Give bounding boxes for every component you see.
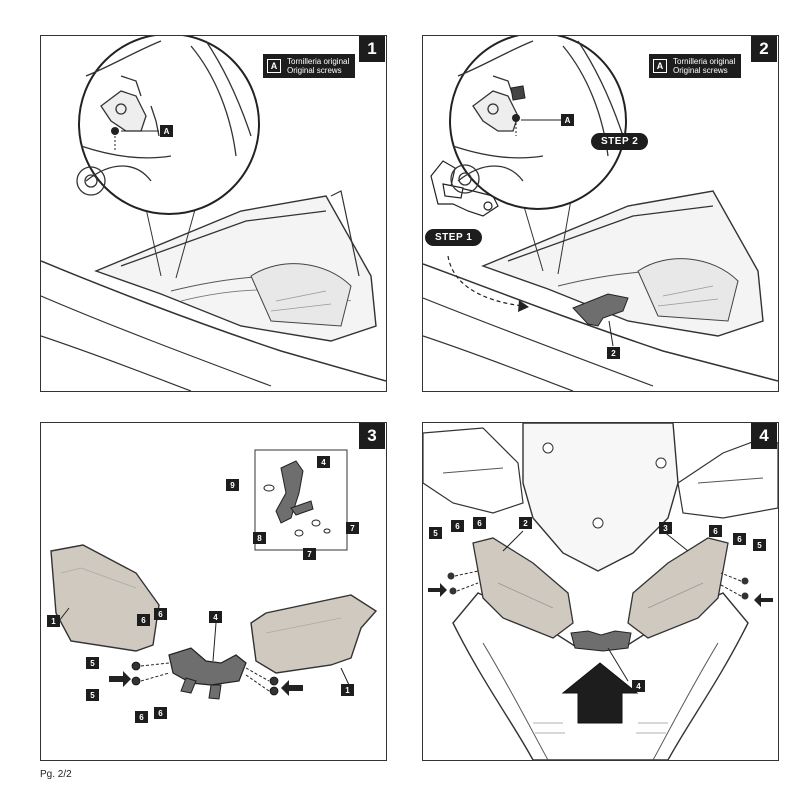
part-1-tag: 1 — [341, 684, 354, 696]
legend-key-a: A — [653, 59, 667, 73]
step-4-panel: 4 2 3 5 6 6 6 6 5 4 — [422, 422, 779, 761]
part-6-tag: 6 — [137, 614, 150, 626]
step-3-illustration — [50, 449, 378, 700]
legend-key-a: A — [267, 59, 281, 73]
part-2-tag: 2 — [519, 517, 532, 529]
step-2-number: 2 — [751, 36, 777, 62]
part-6-tag: 6 — [709, 525, 722, 537]
step-2-label: STEP 2 — [591, 133, 649, 150]
part-6-tag: 6 — [154, 608, 167, 620]
screw-legend: A Tornilleria original Original screws — [649, 54, 742, 78]
part-7-tag: 7 — [346, 522, 359, 534]
part-6-tag: 6 — [733, 533, 746, 545]
part-3-tag: 3 — [659, 522, 672, 534]
step-1-number: 1 — [359, 36, 385, 62]
part-5-tag: 5 — [429, 527, 442, 539]
part-6-tag: 6 — [473, 517, 486, 529]
screw-legend: A Tornilleria original Original screws — [263, 54, 356, 78]
part-4-tag: 4 — [317, 456, 330, 468]
step-3-panel: 3 9 4 8 7 7 1 1 4 6 6 5 5 6 6 — [40, 422, 387, 761]
part-2-tag: 2 — [607, 347, 620, 359]
part-6-tag: 6 — [451, 520, 464, 532]
part-5-tag: 5 — [86, 689, 99, 701]
page-number: Pg. 2/2 — [40, 769, 72, 780]
step-1-panel: 1 A Tornilleria original Original screws… — [40, 35, 387, 392]
part-1-tag: 1 — [47, 615, 60, 627]
step-1-label: STEP 1 — [425, 229, 483, 246]
part-6-tag: 6 — [154, 707, 167, 719]
step-1-illustration — [41, 36, 386, 391]
part-9-tag: 9 — [226, 479, 239, 491]
part-5-tag: 5 — [753, 539, 766, 551]
part-6-tag: 6 — [135, 711, 148, 723]
legend-text-es: Tornilleria original — [673, 57, 736, 66]
part-4-tag: 4 — [209, 611, 222, 623]
step-3-number: 3 — [359, 423, 385, 449]
part-8-tag: 8 — [253, 532, 266, 544]
part-7-tag: 7 — [303, 548, 316, 560]
step-4-number: 4 — [751, 423, 777, 449]
legend-text-en: Original screws — [287, 66, 342, 75]
callout-a: A — [160, 125, 173, 137]
step-2-panel: 2 A Tornilleria original Original screws… — [422, 35, 779, 392]
step-4-illustration — [423, 423, 778, 760]
legend-text-en: Original screws — [673, 66, 728, 75]
callout-a: A — [561, 114, 574, 126]
part-4-tag: 4 — [632, 680, 645, 692]
part-5-tag: 5 — [86, 657, 99, 669]
step-2-illustration — [423, 36, 778, 391]
legend-text-es: Tornilleria original — [287, 57, 350, 66]
